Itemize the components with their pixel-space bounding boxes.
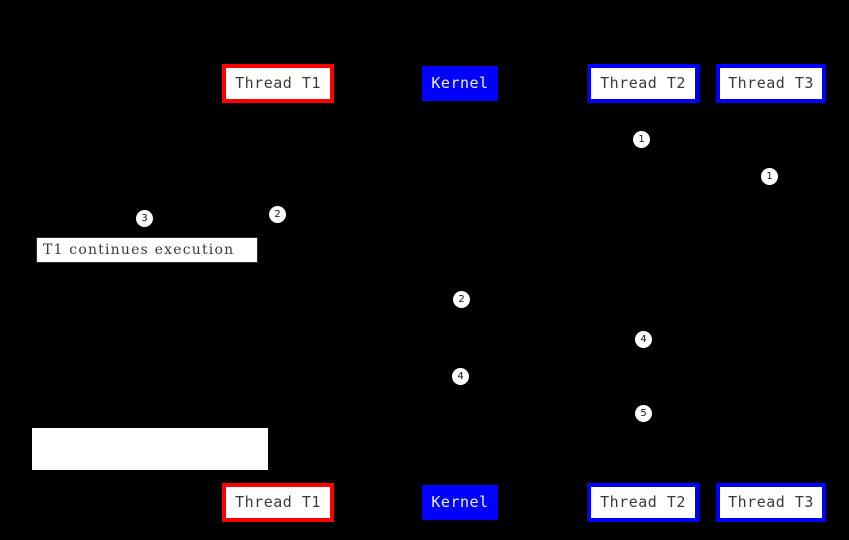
marker-t2-5: 5 xyxy=(635,405,652,422)
participant-footer-thread-t3: Thread T3 xyxy=(716,483,826,522)
marker-kernel-4: 4 xyxy=(452,368,469,385)
participant-footer-thread-t1: Thread T1 xyxy=(222,483,334,522)
participant-footer-thread-t2: Thread T2 xyxy=(587,483,699,522)
participant-header-thread-t3: Thread T3 xyxy=(716,64,826,103)
marker-t2-1: 1 xyxy=(633,131,650,148)
marker-t3-1: 1 xyxy=(761,168,778,185)
marker-t1-3: 3 xyxy=(136,210,153,227)
lifeline-thread-t2 xyxy=(643,103,644,483)
marker-t1-2: 2 xyxy=(269,206,286,223)
participant-header-thread-t1: Thread T1 xyxy=(222,64,334,103)
participant-header-kernel: Kernel xyxy=(422,66,498,101)
marker-t2-4: 4 xyxy=(635,331,652,348)
blank-note-box xyxy=(32,428,268,470)
lifeline-thread-t3 xyxy=(771,103,772,483)
participant-header-thread-t2: Thread T2 xyxy=(587,64,699,103)
participant-footer-kernel: Kernel xyxy=(422,485,498,520)
lifeline-thread-t1 xyxy=(278,103,279,483)
note-t1-continues: T1 continues execution xyxy=(36,237,258,263)
marker-kernel-2: 2 xyxy=(453,291,470,308)
